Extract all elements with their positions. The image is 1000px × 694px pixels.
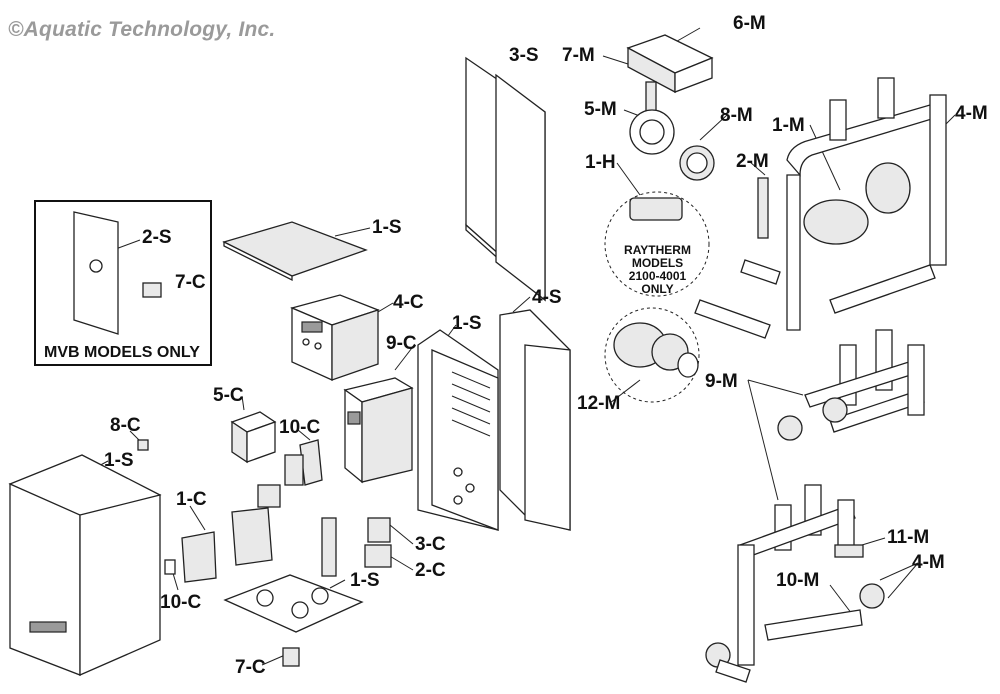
label-4m-top: 4-M bbox=[955, 103, 988, 124]
flange-8m bbox=[679, 145, 715, 181]
gasket-11m bbox=[834, 544, 864, 558]
label-2c: 2-C bbox=[415, 560, 446, 581]
label-10c-bottom: 10-C bbox=[160, 592, 202, 613]
mvb-inset-box bbox=[34, 200, 212, 366]
label-2s: 2-S bbox=[142, 227, 172, 248]
label-1s-jacket: 1-S bbox=[104, 450, 134, 471]
label-9c: 9-C bbox=[386, 333, 417, 354]
label-4c: 4-C bbox=[393, 292, 424, 313]
label-3c: 3-C bbox=[415, 534, 446, 555]
panel-3s bbox=[465, 56, 546, 302]
panel-1s-mounting bbox=[417, 329, 499, 531]
actuator-6m bbox=[626, 34, 714, 94]
label-10c-top: 10-C bbox=[279, 417, 321, 438]
pump-12m bbox=[613, 322, 699, 378]
contactor-2c bbox=[364, 544, 392, 568]
label-4m-bottom: 4-M bbox=[912, 552, 945, 573]
relay-10c-bottom bbox=[164, 559, 176, 575]
label-8m: 8-M bbox=[720, 105, 753, 126]
piping-1m bbox=[694, 77, 947, 339]
terminal-strip-a bbox=[284, 454, 304, 486]
raytherm-callout-circle bbox=[604, 191, 710, 297]
label-6m: 6-M bbox=[733, 13, 766, 34]
jacket-1s bbox=[8, 454, 162, 676]
label-7c-inset: 7-C bbox=[175, 272, 206, 293]
label-1c: 1-C bbox=[176, 489, 207, 510]
label-4s: 4-S bbox=[532, 287, 562, 308]
board-1c bbox=[181, 531, 217, 583]
label-1m-top: 1-M bbox=[772, 115, 805, 136]
inset-bracket-2s bbox=[73, 211, 119, 335]
label-5m: 5-M bbox=[584, 99, 617, 120]
label-1s-base: 1-S bbox=[350, 570, 380, 591]
part-8c bbox=[137, 439, 149, 451]
leader-lines bbox=[79, 27, 956, 666]
transformer-5c bbox=[230, 411, 277, 464]
sensor-2m bbox=[757, 177, 769, 239]
inset-sensor-7c bbox=[142, 282, 162, 298]
piping-10m bbox=[705, 484, 885, 683]
copyright-text: ©Aquatic Technology, Inc. bbox=[8, 18, 276, 41]
label-9m: 9-M bbox=[705, 371, 738, 392]
controller-9c bbox=[343, 377, 414, 484]
label-5c: 5-C bbox=[213, 385, 244, 406]
pump-12m-callout-circle bbox=[604, 307, 700, 403]
label-2m: 2-M bbox=[736, 151, 769, 172]
piping-9m bbox=[777, 329, 925, 441]
label-11m: 11-M bbox=[887, 527, 930, 548]
label-1s-panel: 1-S bbox=[452, 313, 482, 334]
raytherm-note-line1: RAYTHERM bbox=[624, 243, 691, 257]
label-7c-bottom: 7-C bbox=[235, 657, 266, 678]
label-10m: 10-M bbox=[776, 570, 820, 591]
panel-4s bbox=[499, 309, 571, 531]
label-12m: 12-M bbox=[577, 393, 621, 414]
mvb-inset-caption: MVB MODELS ONLY bbox=[44, 344, 200, 361]
base-1s bbox=[223, 574, 364, 633]
raytherm-note-line3: 2100-4001 bbox=[628, 269, 687, 283]
raytherm-note-line4: ONLY bbox=[641, 282, 674, 296]
bracket-1c bbox=[231, 507, 273, 566]
contactor-3c bbox=[367, 517, 391, 543]
valve-5m bbox=[629, 81, 675, 155]
drive-4c bbox=[290, 294, 380, 382]
terminal-strip-b bbox=[257, 484, 281, 508]
part-1h bbox=[629, 197, 683, 221]
sensor-7c-bottom bbox=[282, 647, 300, 667]
label-1s-lid: 1-S bbox=[372, 217, 402, 238]
raytherm-note: RAYTHERM MODELS 2100-4001 ONLY bbox=[610, 244, 705, 296]
label-1h: 1-H bbox=[585, 152, 616, 173]
lid-1s bbox=[222, 221, 368, 277]
label-7m: 7-M bbox=[562, 45, 595, 66]
label-3s: 3-S bbox=[509, 45, 539, 66]
raytherm-note-line2: MODELS bbox=[631, 256, 684, 270]
label-8c: 8-C bbox=[110, 415, 141, 436]
terminal-strip-c bbox=[321, 517, 337, 577]
